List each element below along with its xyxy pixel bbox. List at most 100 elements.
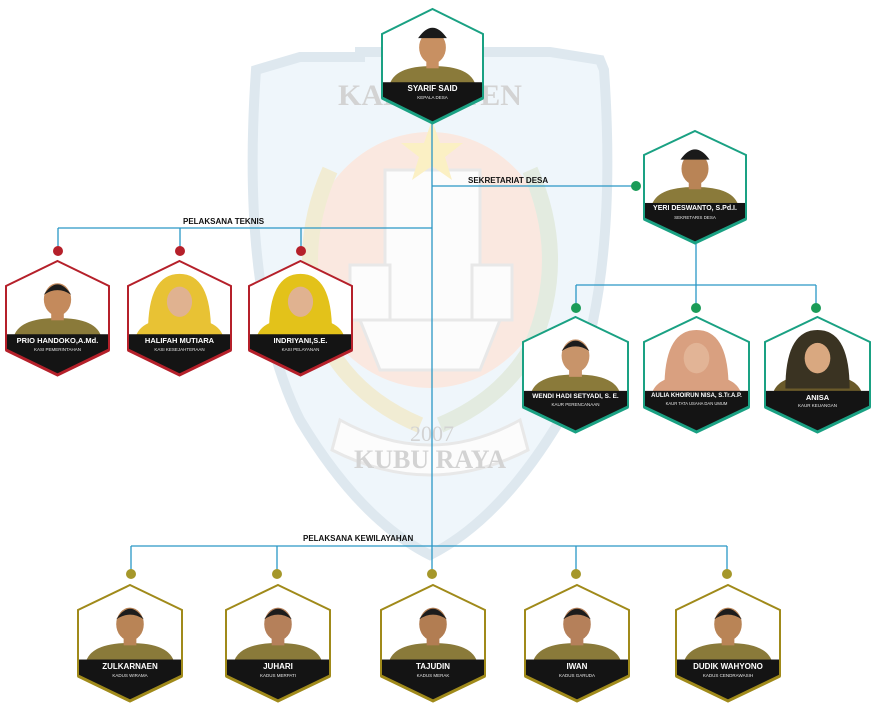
- person-name: AULIA KHOIRUN NISA, S.Tr.A.P.: [651, 392, 742, 399]
- card-frame: [643, 315, 750, 434]
- person-role: KADUS MERAK: [416, 672, 450, 678]
- portrait-hair: [714, 608, 742, 620]
- connector-node: [631, 181, 641, 191]
- card-accent: [127, 348, 232, 377]
- person-role: KADUS GARUDA: [558, 672, 595, 678]
- section-label-teknis: PELAKSANA TEKNIS: [183, 217, 265, 226]
- watermark-ribbon-text: KUBU RAYA: [354, 445, 506, 474]
- person-card-kaur-tu: AULIA KHOIRUN NISA, S.Tr.A.P. KAUR TATA U…: [643, 315, 750, 434]
- card-accent: [524, 674, 630, 703]
- person-name: TAJUDIN: [415, 661, 451, 671]
- person-name: PRIO HANDOKO,A.Md.: [16, 336, 99, 346]
- card-frame: [522, 315, 629, 434]
- portrait-shoulders: [85, 643, 175, 664]
- connector-node: [296, 246, 306, 256]
- connector-node: [571, 303, 581, 313]
- person-role: KAUR TATA USAHA DAN UMUM: [665, 401, 728, 407]
- portrait-face: [166, 286, 193, 317]
- card-accent: [643, 217, 747, 245]
- portrait-cap: [418, 27, 447, 39]
- person-name: INDRIYANI,S.E.: [273, 336, 328, 346]
- person-role: KASI PEMERINTAHAN: [34, 346, 81, 352]
- card-accent: [381, 96, 484, 125]
- portrait-shoulders: [389, 66, 476, 87]
- portrait-hair: [563, 608, 591, 620]
- person-card-kaur-perencanaan: WENDI HADI SETYADI, S. E. KAUR PERENCANAA…: [522, 315, 629, 434]
- card-accent: [522, 405, 629, 434]
- portrait-shoulders: [651, 187, 739, 207]
- card-frame: [524, 583, 630, 703]
- card-accent: [643, 405, 750, 434]
- person-name: ZULKARNAEN: [102, 661, 158, 671]
- connector-node: [691, 303, 701, 313]
- person-role: KAUR PERENCANAAN: [551, 402, 600, 407]
- person-role: KADUS CENDRAWASIH: [702, 672, 754, 678]
- emblem-wall-right: [470, 263, 514, 322]
- person-name: SYARIF SAID: [407, 84, 458, 94]
- card-accent: [77, 674, 183, 703]
- card-frame: [381, 7, 484, 125]
- portrait-hair: [264, 608, 292, 620]
- emblem-circle: [308, 132, 552, 388]
- portrait-face: [683, 342, 710, 374]
- portrait-hair: [419, 608, 447, 620]
- portrait-hair: [561, 340, 590, 352]
- card-frame: [380, 583, 486, 703]
- emblem-ship: [357, 318, 503, 372]
- connector-node: [272, 569, 282, 579]
- person-card-kasi-pelayanan: INDRIYANI,S.E.KASI PELAYANAN: [248, 259, 353, 377]
- card-accent: [380, 674, 486, 703]
- person-name: WENDI HADI SETYADI, S. E.: [532, 392, 619, 400]
- person-name: HALIFAH MUTIARA: [144, 336, 215, 346]
- portrait-shoulders: [683, 643, 773, 664]
- person-name: IWAN: [566, 661, 588, 671]
- card-accent: [764, 405, 871, 434]
- card-accent: [248, 348, 353, 377]
- person-card-kasi-pemerintahan: PRIO HANDOKO,A.Md.KASI PEMERINTAHAN: [5, 259, 110, 377]
- person-name: JUHARI: [263, 661, 293, 671]
- card-accent: [5, 348, 110, 377]
- emblem-ribbon: [330, 417, 530, 477]
- connector-node: [811, 303, 821, 313]
- portrait-face: [287, 286, 314, 317]
- portrait-hair: [116, 608, 144, 620]
- person-role: KAUR KEUANGAN: [797, 403, 837, 409]
- connector-node: [53, 246, 63, 256]
- person-name: ANISA: [805, 392, 830, 402]
- card-frame: [5, 259, 110, 377]
- portrait-face: [804, 342, 831, 374]
- card-frame: [77, 583, 183, 703]
- portrait-face: [681, 152, 709, 185]
- card-frame: [127, 259, 232, 377]
- portrait-shoulders: [13, 318, 102, 339]
- person-role: KEPALA DESA: [417, 95, 448, 101]
- card-frame: [248, 259, 353, 377]
- person-role: KASI PELAYANAN: [281, 346, 320, 352]
- person-role: SEKRETARIS DESA: [674, 214, 716, 220]
- person-name: YERI DESWANTO, S.Pd.I.: [653, 204, 737, 212]
- connector-node: [126, 569, 136, 579]
- portrait-shoulders: [530, 374, 621, 395]
- portrait-cap: [680, 149, 710, 160]
- card-accent: [675, 674, 781, 703]
- card-frame: [764, 315, 871, 434]
- section-label-kewilayahan: PELAKSANA KEWILAYAHAN: [303, 534, 414, 543]
- portrait-shoulders: [532, 643, 622, 664]
- section-label-sekretariat: SEKRETARIAT DESA: [468, 176, 549, 185]
- card-frame: [643, 129, 747, 245]
- connector-node: [571, 569, 581, 579]
- person-name: DUDIK WAHYONO: [693, 661, 763, 671]
- connector-node: [175, 246, 185, 256]
- card-frame: [675, 583, 781, 703]
